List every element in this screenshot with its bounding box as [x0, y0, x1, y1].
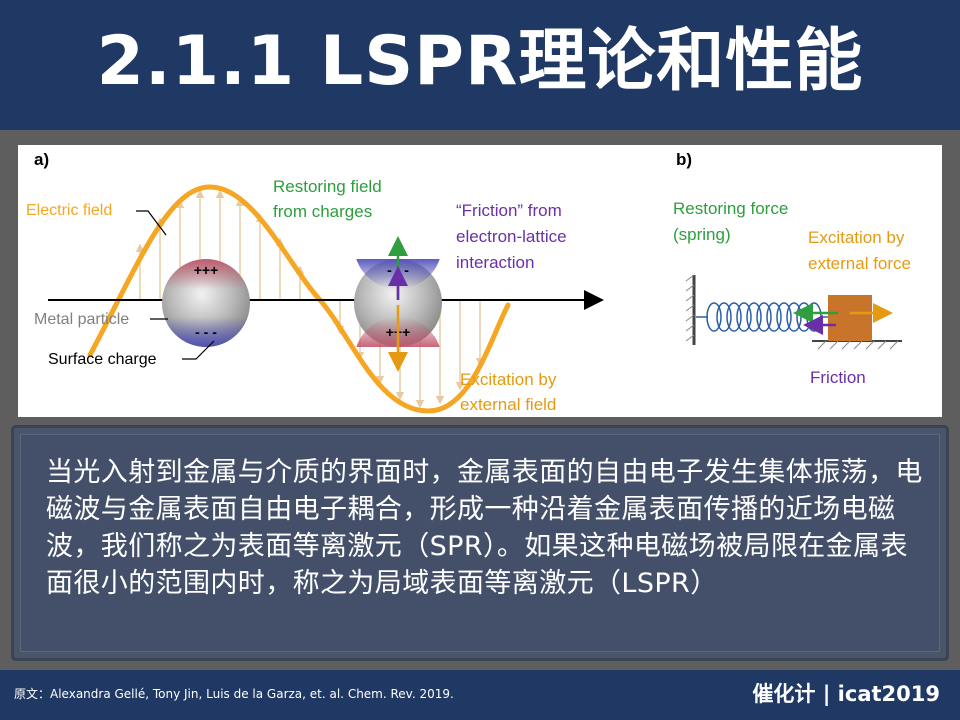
- lspr-figure: a): [18, 145, 942, 417]
- restoring-force-line1: Restoring force: [673, 199, 788, 218]
- restoring-force-line2: (spring): [673, 225, 731, 244]
- electric-field-wave: [87, 184, 511, 414]
- source-citation: 原文：Alexandra Gellé, Tony Jin, Luis de la…: [14, 687, 454, 701]
- brand-logo: 催化计 | icat2019: [752, 682, 940, 706]
- metal-particle-label: Metal particle: [34, 311, 129, 328]
- minus-charges-1: - - -: [195, 324, 217, 340]
- friction-label-line3: interaction: [456, 253, 534, 272]
- metal-particle-2: - - - +++: [354, 236, 442, 372]
- explanation-box: [14, 428, 946, 658]
- metal-particle-1: +++ - - -: [162, 259, 250, 347]
- friction-label-b: Friction: [810, 368, 866, 387]
- explanation-text: 当光入射到金属与介质的界面时，金属表面的自由电子发生集体振荡，电磁波与金属表面自…: [46, 457, 923, 599]
- excitation-field-line1: Excitation by: [460, 370, 557, 389]
- footer-bar: [0, 670, 960, 720]
- surface-charge-label: Surface charge: [48, 351, 157, 368]
- excitation-force-line1: Excitation by: [808, 228, 905, 247]
- spring-wall: [685, 274, 696, 345]
- plus-charges-1: +++: [194, 262, 219, 278]
- excitation-force-line2: external force: [808, 254, 911, 273]
- restoring-field-line1: Restoring field: [273, 177, 382, 196]
- slide-title: 2.1.1 LSPR理论和性能: [96, 22, 864, 101]
- mass-block: [828, 295, 872, 341]
- panel-b-letter: b): [676, 150, 692, 169]
- panel-a-letter: a): [34, 150, 49, 169]
- friction-label-line2: electron-lattice: [456, 227, 567, 246]
- explanation-box-inner: [20, 434, 940, 652]
- spring: [696, 302, 828, 332]
- excitation-field-line2: external field: [460, 395, 556, 414]
- floor: [812, 340, 902, 350]
- lspr-diagram: a): [26, 150, 911, 414]
- electric-field-label: Electric field: [26, 202, 112, 219]
- restoring-field-line2: from charges: [273, 202, 372, 221]
- friction-label-line1: “Friction” from: [456, 201, 562, 220]
- title-bar: [0, 0, 960, 130]
